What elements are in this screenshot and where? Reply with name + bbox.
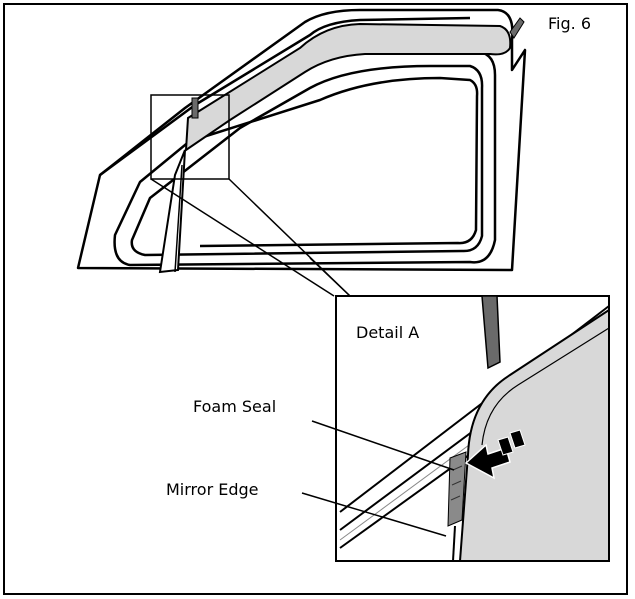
- foam-seal-label: Foam Seal: [193, 397, 277, 416]
- door-frame-outline: [76, 8, 527, 272]
- arrow-icon: [464, 429, 526, 480]
- tape-tab-front: [191, 97, 199, 119]
- mirror-edge-label: Mirror Edge: [166, 480, 259, 499]
- callout-leaders: [301, 420, 455, 537]
- window-deflector: [184, 22, 512, 152]
- tape-tab-rear: [509, 17, 525, 39]
- detail-leader-lines: [150, 178, 351, 297]
- detail-a-title: Detail A: [356, 323, 420, 342]
- detail-tape: [481, 295, 501, 370]
- detail-a-locator-box: [150, 94, 230, 180]
- foam-seal-strip: [447, 451, 467, 527]
- figure-label: Fig. 6: [548, 14, 591, 33]
- mirror-panel: [158, 149, 186, 274]
- detail-deflector: [458, 308, 610, 562]
